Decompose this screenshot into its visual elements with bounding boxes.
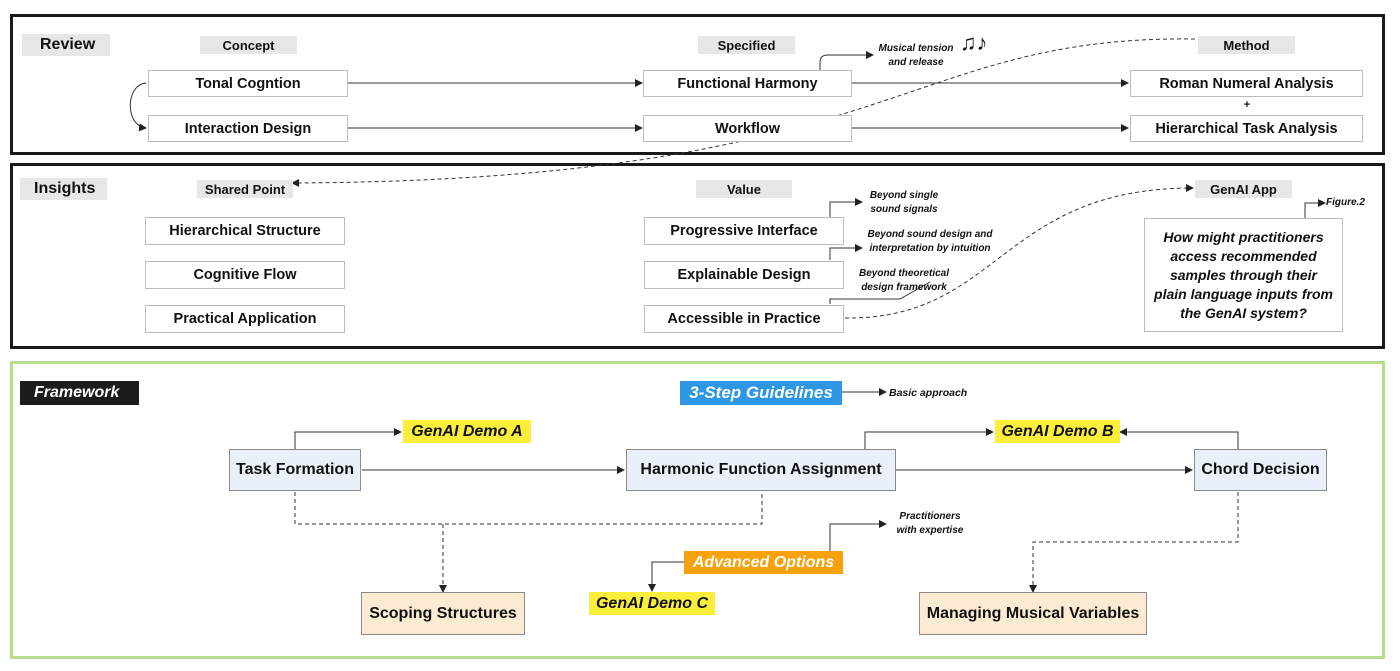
genai-app-header: GenAI App bbox=[1195, 180, 1292, 198]
method-plus: + bbox=[1243, 99, 1251, 111]
practitioners-note-line1: Practitioners bbox=[899, 511, 961, 522]
value-box-progressive: Progressive Interface bbox=[644, 217, 844, 245]
chord-decision-box: Chord Decision bbox=[1194, 449, 1327, 491]
framework-panel bbox=[10, 361, 1385, 659]
value-header: Value bbox=[696, 180, 792, 198]
scoping-structures-box: Scoping Structures bbox=[361, 592, 525, 635]
value-note-3-line2: design framework bbox=[861, 282, 947, 293]
value-note-2: Beyond sound design and interpretation b… bbox=[862, 228, 998, 256]
practitioners-note-line2: with expertise bbox=[896, 525, 964, 536]
genai-demo-c: GenAI Demo C bbox=[589, 592, 715, 615]
tension-note-line2: and release bbox=[888, 57, 944, 68]
value-note-1-line2: sound signals bbox=[870, 204, 938, 215]
basic-approach-note: Basic approach bbox=[889, 387, 968, 399]
value-box-explainable: Explainable Design bbox=[644, 261, 844, 289]
value-note-3-line1: Beyond theoretical bbox=[858, 268, 950, 279]
concept-box-tonal: Tonal Cogntion bbox=[148, 70, 348, 97]
specified-header: Specified bbox=[698, 36, 795, 54]
value-note-2-line1: Beyond sound design and bbox=[867, 229, 993, 240]
value-note-3: Beyond theoretical design framework bbox=[852, 267, 956, 295]
advanced-options-badge: Advanced Options bbox=[684, 551, 843, 574]
tension-note-line1: Musical tension bbox=[878, 43, 954, 54]
value-note-1-line1: Beyond single bbox=[869, 190, 939, 201]
concept-box-interaction: Interaction Design bbox=[148, 115, 348, 142]
music-notes-icon: ♫♪ bbox=[960, 30, 988, 55]
shared-box-cognitive: Cognitive Flow bbox=[145, 261, 345, 289]
specified-box-harmony: Functional Harmony bbox=[643, 70, 852, 97]
specified-box-workflow: Workflow bbox=[643, 115, 852, 142]
guidelines-badge: 3-Step Guidelines bbox=[680, 381, 842, 405]
tension-note: Musical tension and release bbox=[872, 42, 960, 70]
method-header: Method bbox=[1198, 36, 1295, 54]
value-note-1: Beyond single sound signals bbox=[862, 189, 946, 217]
method-box-hta: Hierarchical Task Analysis bbox=[1130, 115, 1363, 142]
managing-variables-box: Managing Musical Variables bbox=[919, 592, 1147, 635]
method-box-roman: Roman Numeral Analysis bbox=[1130, 70, 1363, 97]
concept-header: Concept bbox=[200, 36, 297, 54]
insights-panel bbox=[10, 163, 1385, 349]
genai-question-box: How might practitioners access recommend… bbox=[1144, 218, 1343, 332]
review-panel bbox=[10, 14, 1385, 155]
task-formation-box: Task Formation bbox=[229, 449, 361, 491]
shared-box-hierarchical: Hierarchical Structure bbox=[145, 217, 345, 245]
framework-title: Framework bbox=[20, 381, 139, 405]
genai-demo-b: GenAI Demo B bbox=[995, 420, 1120, 443]
harmonic-function-box: Harmonic Function Assignment bbox=[626, 449, 896, 491]
figure-2-ref: Figure.2 bbox=[1326, 197, 1365, 208]
shared-box-practical: Practical Application bbox=[145, 305, 345, 333]
practitioners-note: Practitioners with expertise bbox=[886, 510, 974, 538]
value-box-accessible: Accessible in Practice bbox=[644, 305, 844, 333]
review-title: Review bbox=[22, 34, 110, 56]
shared-point-header: Shared Point bbox=[197, 180, 293, 198]
value-note-2-line2: interpretation by intuition bbox=[869, 243, 991, 254]
genai-demo-a: GenAI Demo A bbox=[403, 420, 531, 443]
insights-title: Insights bbox=[20, 178, 107, 200]
